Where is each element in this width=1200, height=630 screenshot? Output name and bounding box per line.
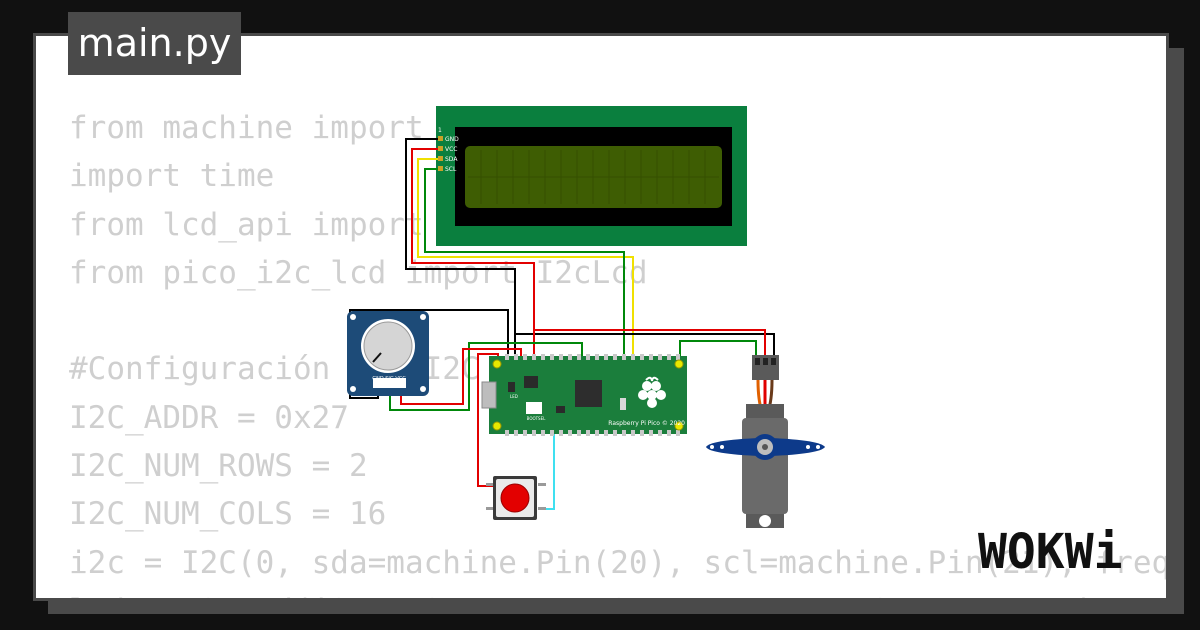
- button-lead: [538, 507, 546, 510]
- pico-bootsel-label: BOOTSEL: [527, 416, 546, 421]
- lcd-pin-gnd: GND: [445, 136, 459, 143]
- lcd-pin-header: [438, 136, 443, 171]
- pot-mount-hole: [350, 314, 356, 320]
- pico-bottom-pins: [505, 430, 680, 436]
- servo-horn-hole: [710, 445, 714, 449]
- raspberry-logo-icon: [638, 376, 666, 408]
- servo-tab: [746, 404, 784, 418]
- raspberry-pi-pico[interactable]: BOOTSEL LED Raspberry Pi Pico © 2020: [481, 354, 687, 436]
- pico-crystal: [556, 406, 565, 413]
- code-line: I2C_NUM_COLS = 16: [69, 496, 387, 533]
- pico-mount-hole: [674, 421, 684, 431]
- pico-led-label: LED: [510, 394, 518, 399]
- pico-mount-hole: [674, 359, 684, 369]
- pushbutton[interactable]: [486, 476, 546, 520]
- pico-led: [620, 398, 626, 410]
- wire-pot-sig[interactable]: [389, 342, 583, 411]
- pico-flash-chip: [524, 376, 538, 388]
- wire-servo-signal[interactable]: [679, 340, 757, 360]
- pico-board-label: Raspberry Pi Pico © 2020: [608, 420, 685, 427]
- wire-lcd-sda[interactable]: [417, 158, 634, 360]
- pot-pin-labels: GND SIG VCC: [372, 376, 406, 382]
- servo-connector-pin: [755, 358, 760, 365]
- servo-motor[interactable]: [706, 355, 825, 528]
- wire-lcd-gnd[interactable]: [405, 138, 516, 360]
- button-cap[interactable]: [500, 483, 530, 513]
- code-line: import time: [69, 158, 275, 195]
- lcd-pin-vcc: VCC: [445, 146, 457, 153]
- servo-horn-hole: [806, 445, 810, 449]
- pot-indicator: [372, 352, 382, 363]
- wire-servo-vcc[interactable]: [533, 329, 766, 360]
- code-line: i2c = I2C(0, sda=machine.Pin(20), scl=ma…: [69, 544, 1169, 581]
- pot-pin-block: [373, 378, 406, 388]
- wire-pot-vcc[interactable]: [400, 348, 522, 405]
- wire-button-signal[interactable]: [538, 432, 555, 510]
- servo-mount-hole: [759, 515, 771, 527]
- code-line: from pico_i2c_lcd import I2cLcd: [69, 254, 648, 291]
- file-tab[interactable]: main.py: [68, 12, 241, 75]
- pico-mount-hole: [492, 359, 502, 369]
- servo-body: [742, 418, 788, 514]
- servo-connector-pin: [771, 358, 776, 365]
- lcd-display[interactable]: 1 GND VCC SDA SCL: [436, 106, 747, 246]
- servo-screw-icon: [762, 444, 768, 450]
- wire-servo-gnd[interactable]: [514, 333, 775, 360]
- wokwi-logo-text: WOKWi: [978, 526, 1123, 574]
- pot-mount-hole: [350, 386, 356, 392]
- lcd-wires: [405, 138, 634, 360]
- lcd-pin-scl: SCL: [445, 166, 457, 173]
- pico-rp2040-chip: [575, 380, 602, 407]
- wire-lcd-vcc[interactable]: [411, 148, 535, 360]
- code-line: I2C_NUM_ROWS = 2: [69, 448, 368, 485]
- pot-mount-hole: [420, 386, 426, 392]
- code-line: I2C_ADDR = 0x27: [69, 399, 349, 436]
- pico-bootsel-button[interactable]: [526, 402, 542, 414]
- pot-mount-hole: [420, 314, 426, 320]
- servo-horn-hole: [720, 445, 724, 449]
- potentiometer[interactable]: GND SIG VCC: [347, 311, 429, 396]
- lcd-pin-sda: SDA: [445, 156, 458, 163]
- pot-knob[interactable]: [363, 321, 413, 371]
- button-lead: [486, 483, 494, 486]
- wire-lcd-scl[interactable]: [424, 168, 625, 360]
- wokwi-logo[interactable]: WOKWi: [978, 526, 1150, 574]
- lcd-char-grid: [468, 150, 719, 204]
- servo-connector-pin: [763, 358, 768, 365]
- code-line: lcd = I2cLcd(i2c, I2C_ADDR, I2C_NUM_ROWS…: [69, 587, 1166, 598]
- pico-usb-port: [481, 381, 497, 409]
- lcd-pin-index: 1: [438, 127, 442, 134]
- pico-top-pins: [505, 354, 680, 360]
- servo-wires: [514, 329, 775, 360]
- pico-regulator: [508, 382, 515, 392]
- button-lead: [486, 507, 494, 510]
- servo-horn-hole: [816, 445, 820, 449]
- button-lead: [538, 483, 546, 486]
- pico-mount-hole: [492, 421, 502, 431]
